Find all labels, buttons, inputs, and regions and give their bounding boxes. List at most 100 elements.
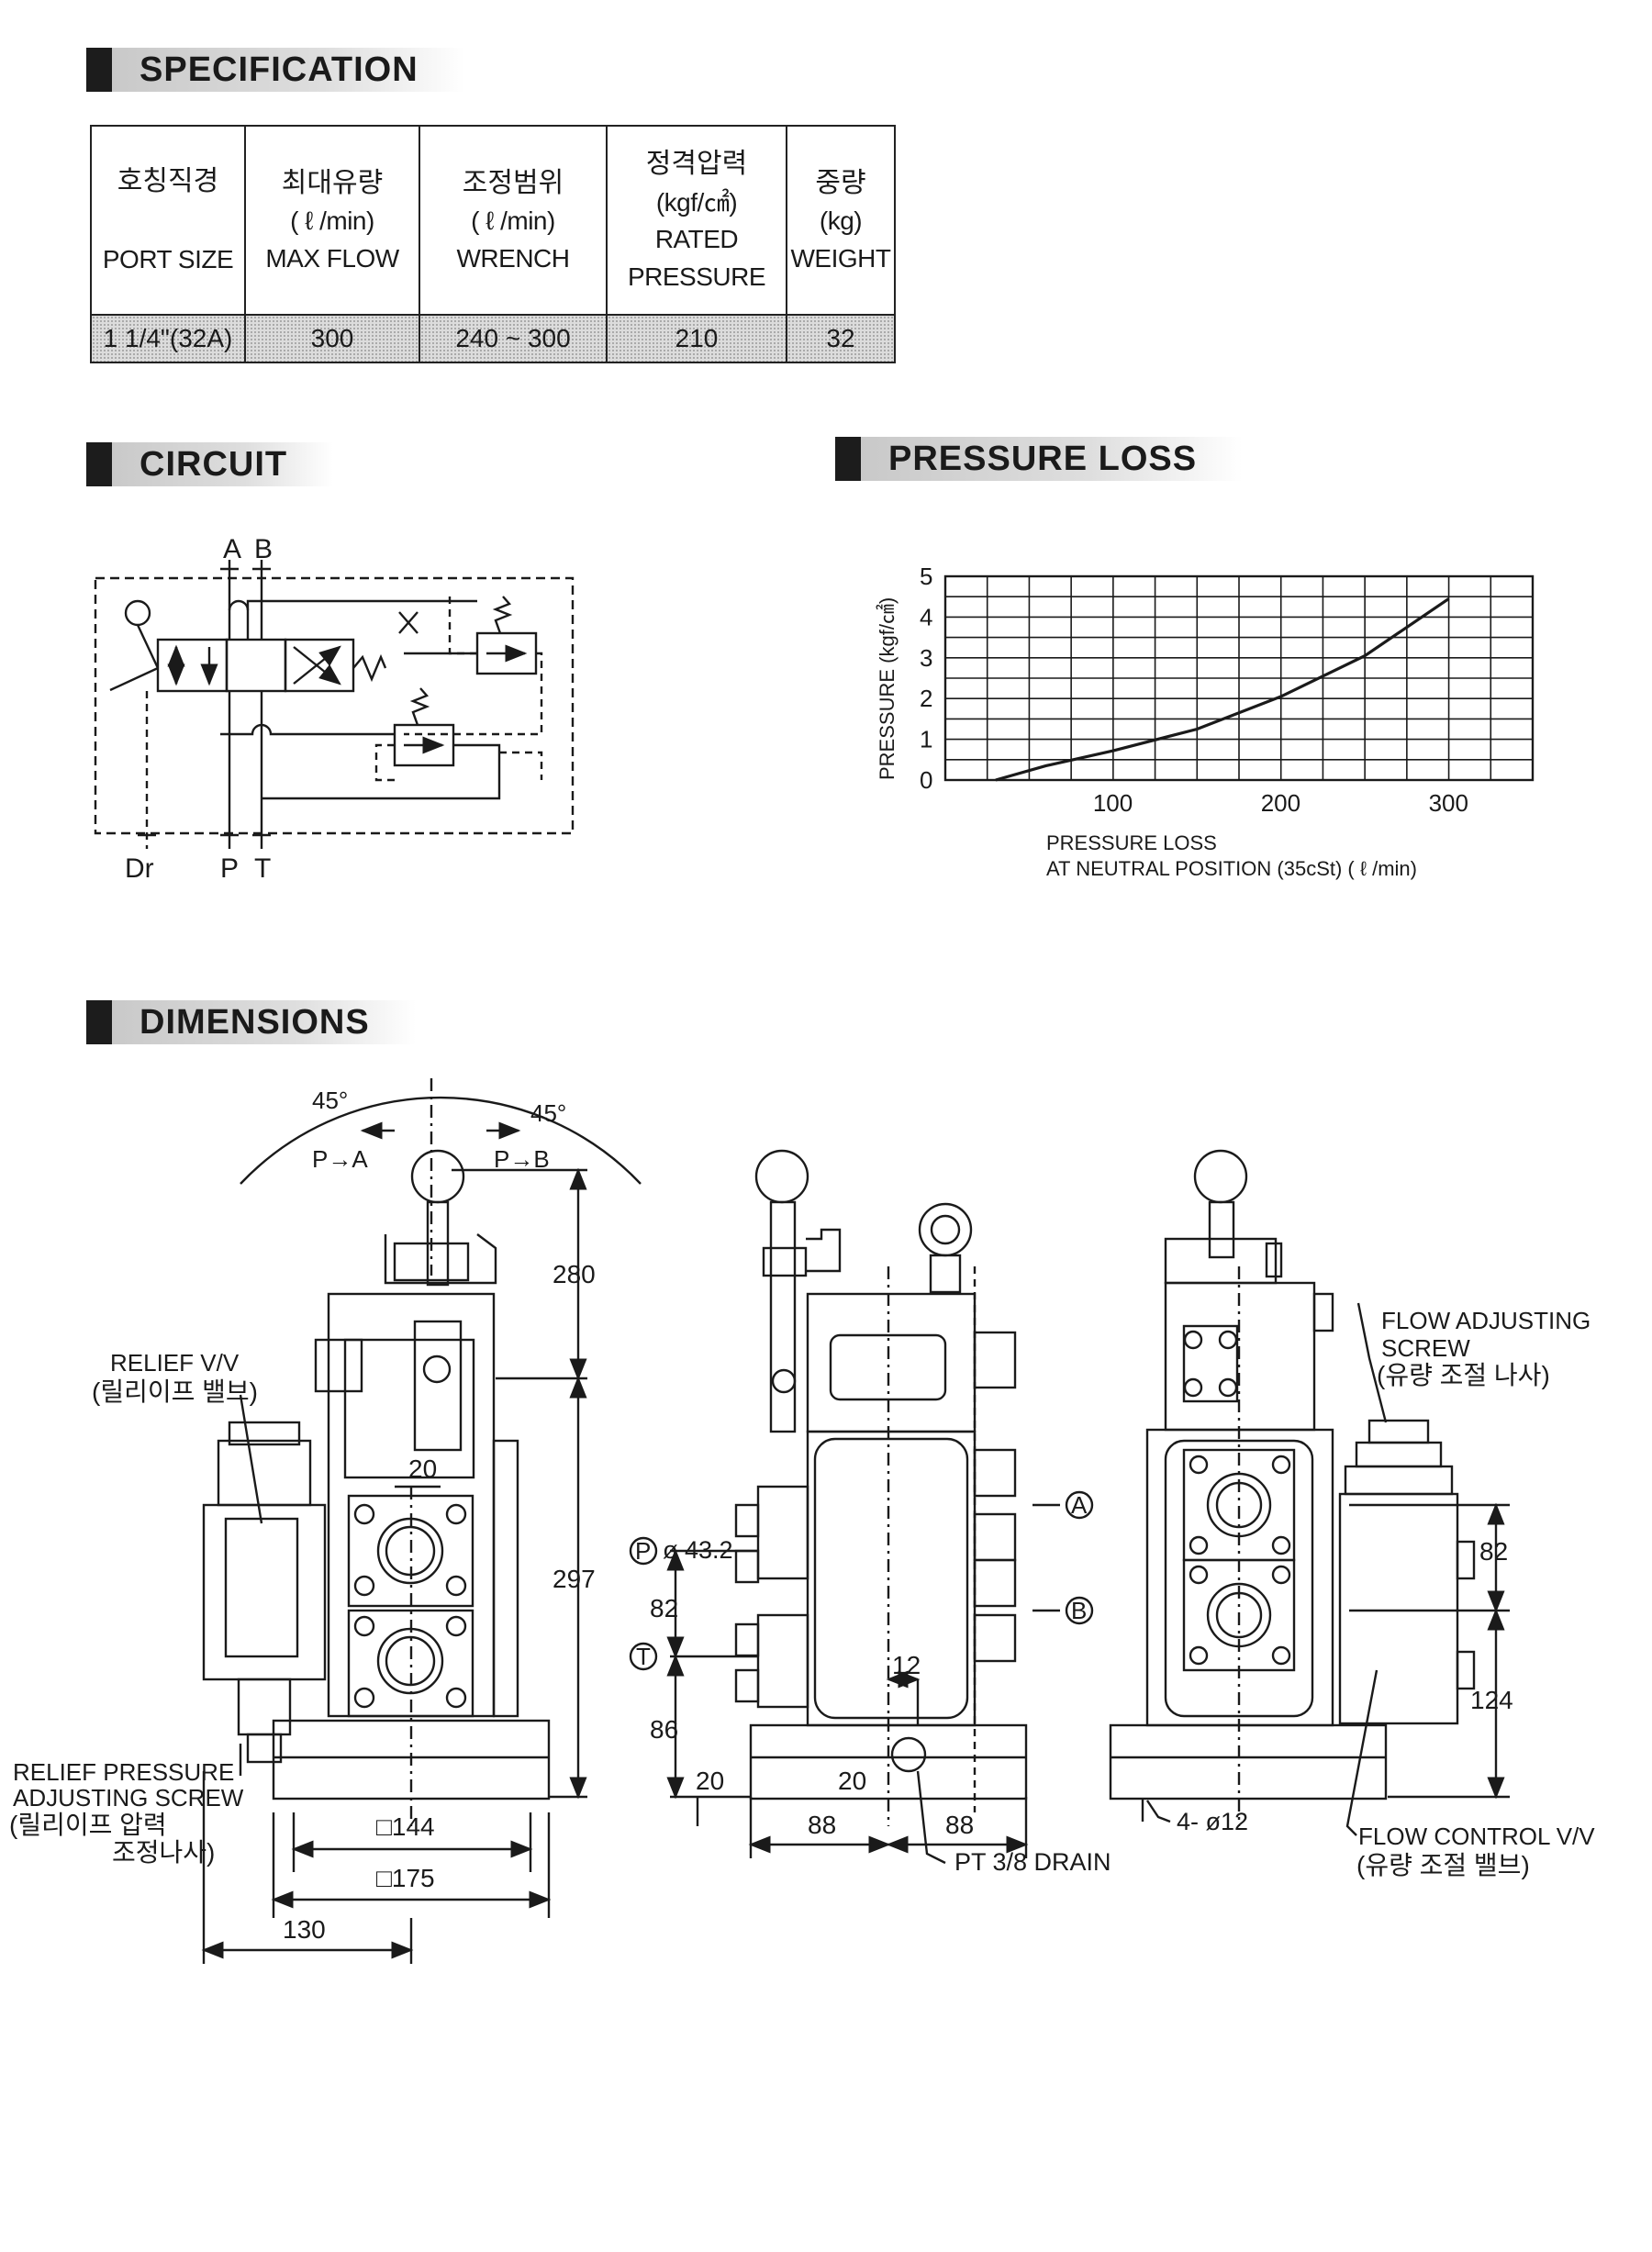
port-label-a: A bbox=[223, 534, 241, 564]
front-view bbox=[201, 1078, 642, 1964]
side-lever-knob bbox=[754, 1149, 809, 1204]
circuit-labels: A B Dr P T bbox=[125, 534, 273, 884]
angle-right-label: 45° bbox=[530, 1099, 566, 1127]
spec-cell: 1 1/4"(32A) bbox=[90, 314, 246, 363]
spec-header-cell: 조정범위 ( ℓ /min) WRENCH bbox=[419, 125, 608, 316]
port-p-marker bbox=[629, 1536, 658, 1566]
side-base-plate bbox=[749, 1723, 1028, 1800]
y-tick-label: 1 bbox=[920, 726, 932, 753]
y-tick-label: 0 bbox=[920, 766, 932, 794]
port-boss-p bbox=[756, 1485, 809, 1580]
header-unit: ( ℓ /min) bbox=[290, 206, 374, 236]
port-boss-t bbox=[756, 1613, 809, 1709]
header-unit: (kg) bbox=[819, 206, 863, 236]
side-body bbox=[806, 1430, 977, 1727]
rear-lever-knob bbox=[1193, 1149, 1248, 1204]
eye-bolt bbox=[918, 1202, 973, 1257]
dim-20-b-label: 20 bbox=[838, 1767, 866, 1795]
port-label-dr: Dr bbox=[125, 853, 154, 884]
header-ko: 조정범위 bbox=[462, 167, 564, 198]
dim-280-label: 280 bbox=[553, 1260, 596, 1288]
rear-view bbox=[1109, 1149, 1510, 1836]
header-en: MAX FLOW bbox=[265, 243, 399, 273]
spec-cell: 32 bbox=[786, 314, 896, 363]
spec-cell: 240 ~ 300 bbox=[419, 314, 608, 363]
section-header-dimensions: DIMENSIONS bbox=[86, 1000, 416, 1044]
port-a-marker bbox=[1065, 1490, 1094, 1520]
dim-130-label: 130 bbox=[283, 1915, 326, 1944]
dim-144-label: □144 bbox=[376, 1812, 435, 1841]
relief-valve bbox=[202, 1503, 327, 1681]
series-line bbox=[995, 597, 1450, 782]
flow-adjusting-screw bbox=[1367, 1419, 1430, 1444]
relief-vv-ko-label: (릴리이프 밸브) bbox=[92, 1377, 258, 1406]
circuit-boundary bbox=[94, 576, 575, 835]
x-tick-label: 100 bbox=[1093, 789, 1133, 817]
port-t-letter: T bbox=[636, 1643, 651, 1670]
section-header-circuit: CIRCUIT bbox=[86, 442, 334, 486]
section-header-specification: SPECIFICATION bbox=[86, 48, 464, 92]
x-axis-label-line1: PRESSURE LOSS bbox=[1046, 831, 1217, 854]
header-en: WEIGHT bbox=[790, 243, 892, 273]
dia-43-label: ø 43.2 bbox=[663, 1536, 733, 1564]
flow-screw-label-1: FLOW ADJUSTING bbox=[1381, 1307, 1591, 1334]
port-label-p: P bbox=[220, 853, 239, 884]
angle-left-label: 45° bbox=[312, 1087, 348, 1114]
header-en: PORT SIZE bbox=[102, 245, 234, 274]
lever-swing-arc bbox=[240, 1096, 642, 1185]
p-to-b-label: P→B bbox=[494, 1145, 550, 1173]
spec-data-row: 1 1/4"(32A) 300 240 ~ 300 210 32 bbox=[90, 314, 896, 363]
relief-screw-label-4: 조정나사) bbox=[112, 1838, 215, 1867]
header-en: PRESSURE bbox=[627, 262, 766, 292]
dim-88-left-label: 88 bbox=[808, 1811, 836, 1839]
front-view-labels: 45° 45° P→A P→B 280 297 20 □144 □175 130… bbox=[9, 1087, 596, 1944]
spec-cell: 210 bbox=[606, 314, 787, 363]
flow-screw-ko-label: (유량 조절 나사) bbox=[1377, 1361, 1550, 1389]
drain-port bbox=[890, 1736, 927, 1773]
spec-cell: 300 bbox=[244, 314, 420, 363]
side-view-labels: P T A B ø 43.2 82 86 20 20 12 88 88 PT 3… bbox=[635, 1491, 1111, 1876]
port-t-marker bbox=[629, 1642, 658, 1671]
y-tick-label: 2 bbox=[920, 685, 932, 712]
dim-124-label: 124 bbox=[1470, 1686, 1513, 1714]
dim-20-a-label: 20 bbox=[696, 1767, 724, 1795]
relief-screw-label-2: ADJUSTING SCREW bbox=[13, 1784, 244, 1812]
port-label-b: B bbox=[254, 534, 273, 564]
port-p-letter: P bbox=[635, 1537, 651, 1565]
spec-header-cell: 정격압력 (kgf/㎠) RATED PRESSURE bbox=[606, 125, 787, 316]
header-marker bbox=[835, 437, 861, 481]
header-marker bbox=[86, 442, 112, 486]
plot-frame bbox=[943, 574, 1535, 782]
y-tick-label: 4 bbox=[920, 603, 932, 630]
x-axis-label-line2: AT NEUTRAL POSITION (35cSt) ( ℓ /min) bbox=[1046, 857, 1417, 880]
dim-88-right-label: 88 bbox=[945, 1811, 974, 1839]
rear-view-labels: FLOW ADJUSTING SCREW (유량 조절 나사) 82 124 4… bbox=[1177, 1307, 1595, 1879]
section-header-pressure-loss: PRESSURE LOSS bbox=[835, 437, 1244, 481]
header-en: RATED bbox=[654, 225, 739, 254]
lever-symbol bbox=[136, 624, 160, 669]
header-ko: 정격압력 bbox=[645, 149, 748, 180]
relief-screw-label-3: (릴리이프 압력 bbox=[9, 1811, 167, 1839]
dim-82-right-label: 82 bbox=[1479, 1537, 1508, 1566]
spec-header-row: 호칭직경 PORT SIZE 최대유량 ( ℓ /min) MAX FLOW 조… bbox=[90, 125, 896, 316]
header-ko: 중량 bbox=[815, 167, 866, 198]
side-top-housing bbox=[806, 1292, 977, 1433]
spool-block-center bbox=[225, 638, 287, 693]
dim-86-label: 86 bbox=[650, 1715, 678, 1744]
dim-297-label: 297 bbox=[553, 1565, 596, 1593]
x-tick-label: 300 bbox=[1429, 789, 1468, 817]
port-b-marker bbox=[1065, 1596, 1094, 1625]
port-face-b bbox=[347, 1609, 474, 1718]
dim-175-label: □175 bbox=[376, 1864, 435, 1892]
header-ko: 호칭직경 bbox=[117, 165, 219, 196]
flow-vv-ko-label: (유량 조절 밸브) bbox=[1356, 1851, 1530, 1879]
side-view bbox=[629, 1149, 1094, 1865]
dim-20-top-label: 20 bbox=[408, 1455, 437, 1483]
header-en: WRENCH bbox=[456, 243, 571, 273]
header-marker bbox=[86, 48, 112, 92]
p-to-a-label: P→A bbox=[312, 1145, 368, 1173]
lever-knob bbox=[410, 1149, 465, 1204]
section-title: DIMENSIONS bbox=[112, 1000, 416, 1044]
